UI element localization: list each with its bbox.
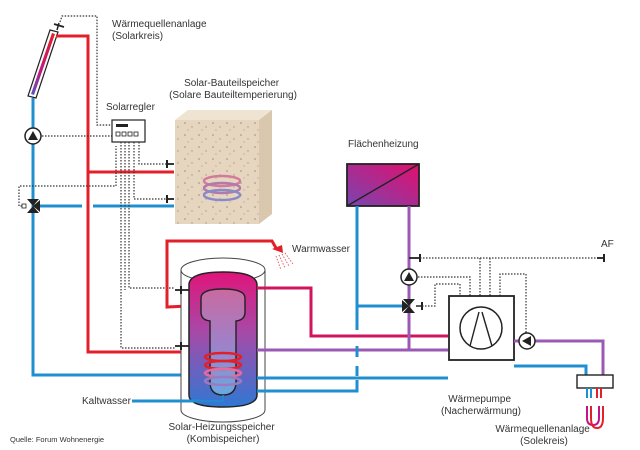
tank-lower-cold-pipe	[257, 300, 359, 393]
storage-sensor-top-icon	[166, 160, 174, 168]
ground-source-label: Wärmequellenanlage (Solekreis)	[495, 424, 592, 447]
storage-sensor-bottom-icon	[166, 195, 174, 203]
ground-source-manifold	[576, 374, 614, 430]
heat-pump-label: Wärmepumpe (Nacherwärmung)	[441, 394, 521, 417]
solar-controller	[111, 119, 146, 143]
heating-flow-pipe	[257, 286, 448, 338]
collector-sensor-line	[59, 15, 112, 126]
source-credit: Quelle: Forum Wohnenergie	[10, 435, 104, 444]
shower-head-icon	[272, 245, 294, 271]
solar-source-label: Wärmequellenanlage (Solarkreis)	[112, 19, 209, 42]
heating-sensor-icon	[409, 254, 421, 262]
tank-sensor-bottom-icon	[175, 342, 189, 350]
solar-collector	[27, 22, 65, 99]
combi-storage-label: Solar-Heizungsspeicher (Kombispeicher)	[169, 422, 278, 445]
solar-hot-pipe	[56, 34, 200, 354]
heating-mixing-valve-icon	[402, 299, 423, 313]
tank-sensor-top-icon	[175, 286, 189, 294]
controller-line-3	[128, 142, 175, 289]
valve-control-line	[18, 146, 117, 207]
hot-water-label: Warmwasser	[292, 244, 351, 255]
controller-line-4	[133, 142, 166, 200]
mixing-valve-control-line	[422, 283, 461, 307]
brine-flow-pipe	[514, 339, 605, 375]
heating-pump-control-line	[418, 276, 471, 296]
cold-water-label: Kaltwasser	[82, 396, 132, 407]
brine-pump-icon	[518, 332, 536, 350]
controller-line-5	[138, 142, 166, 165]
component-storage-block	[174, 110, 272, 224]
solar-three-way-valve-icon	[21, 199, 40, 213]
outdoor-sensor-icon	[597, 254, 605, 262]
floor-heating-panel	[346, 163, 420, 207]
outdoor-sensor-label: AF	[601, 239, 614, 250]
brine-return-pipe	[514, 364, 588, 375]
solar-cold-pipe	[31, 98, 186, 377]
component-storage-label: Solar-Bauteilspeicher (Solare Bauteiltem…	[169, 78, 297, 101]
heating-pump-icon	[400, 268, 418, 286]
floor-heating-label: Flächenheizung	[348, 139, 419, 150]
combi-storage-tank	[180, 257, 266, 423]
heat-pump	[448, 295, 515, 361]
solar-controller-label: Solarregler	[106, 102, 156, 113]
solar-pump-icon	[24, 127, 42, 145]
floor-heating-return-pipe	[355, 206, 402, 308]
collector-sensor-icon	[53, 22, 65, 31]
